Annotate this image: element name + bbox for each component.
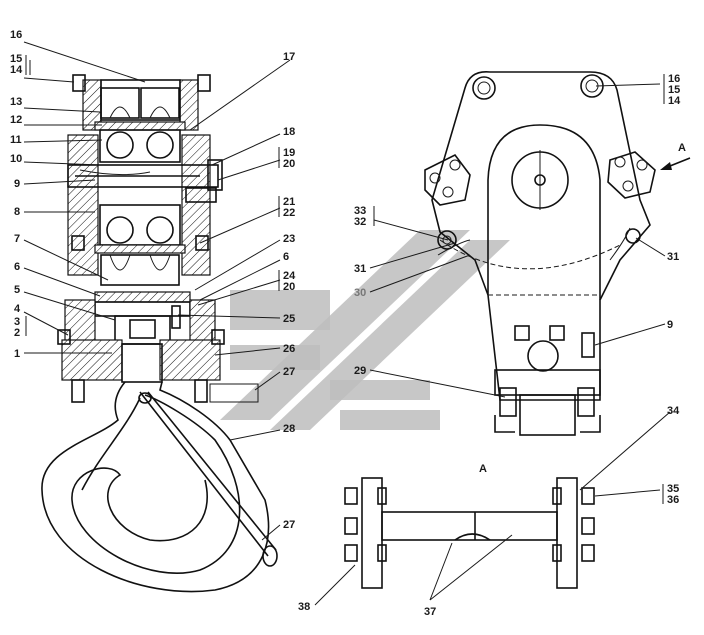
callout-20b: 20	[283, 281, 295, 293]
callout-12: 12	[10, 114, 22, 126]
callout-15-r: 15	[668, 84, 680, 96]
hook	[41, 381, 278, 593]
callout-18: 18	[283, 126, 295, 138]
callout-32: 32	[354, 216, 366, 228]
side-elevation-view	[424, 71, 656, 436]
callout-9: 9	[14, 178, 20, 190]
callout-15: 15	[10, 53, 22, 65]
callout-29: 29	[354, 365, 366, 377]
callout-1: 1	[14, 348, 20, 360]
callout-6b: 6	[283, 251, 289, 263]
callout-22: 22	[283, 207, 295, 219]
callout-17: 17	[283, 51, 295, 63]
hook-block-section	[57, 74, 259, 403]
callout-34: 34	[667, 405, 680, 417]
callout-30: 30	[354, 287, 366, 299]
callout-5: 5	[14, 284, 20, 296]
callout-20: 20	[283, 158, 295, 170]
view-label-a: A	[479, 463, 487, 475]
callout-3: 3	[14, 316, 20, 328]
view-direction-arrow	[660, 157, 691, 170]
callout-14-r: 14	[668, 95, 681, 107]
leader-lines	[23, 41, 671, 606]
callout-35: 35	[667, 483, 679, 495]
callout-26: 26	[283, 343, 295, 355]
watermark-logo	[220, 230, 510, 430]
view-a	[344, 477, 595, 589]
callout-37: 37	[424, 606, 436, 618]
arrow-label-a: A	[678, 142, 686, 154]
callout-16-r: 16	[668, 73, 680, 85]
callout-19: 19	[283, 147, 295, 159]
callout-27: 27	[283, 366, 295, 378]
callout-33: 33	[354, 205, 366, 217]
callout-21: 21	[283, 196, 295, 208]
callout-23: 23	[283, 233, 295, 245]
callout-14: 14	[10, 64, 23, 76]
callout-31: 31	[354, 263, 366, 275]
callout-2: 2	[14, 327, 20, 339]
callout-38: 38	[298, 601, 310, 613]
callout-6: 6	[14, 261, 20, 273]
callout-28: 28	[283, 423, 295, 435]
callout-8: 8	[14, 206, 20, 218]
callout-4: 4	[14, 303, 21, 315]
callout-27b: 27	[283, 519, 295, 531]
callout-31-r: 31	[667, 251, 679, 263]
callout-16: 16	[10, 29, 22, 41]
callout-25: 25	[283, 313, 295, 325]
callout-10: 10	[10, 153, 22, 165]
callout-11: 11	[10, 134, 22, 146]
callout-36: 36	[667, 494, 679, 506]
callout-7: 7	[14, 233, 20, 245]
callout-labels: 16 15 14 13 12 11 10 9 8 7 6 5 4 3 2 1 1…	[10, 29, 686, 618]
callout-9-r: 9	[667, 319, 673, 331]
callout-13: 13	[10, 96, 22, 108]
callout-24: 24	[283, 270, 296, 282]
